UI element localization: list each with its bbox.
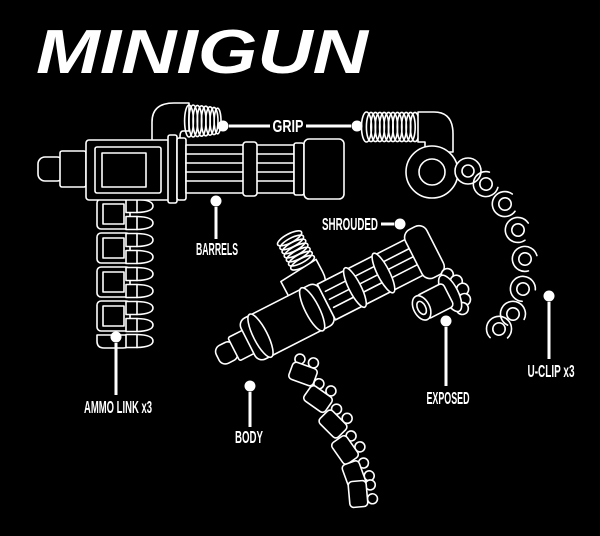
callout-barrels: BARRELS xyxy=(196,195,238,259)
u-clip-label: U-CLIP x3 xyxy=(528,361,575,381)
callout-grip: GRIP xyxy=(217,116,363,136)
exposed-marker-dot xyxy=(440,315,452,327)
isometric-shrouded-barrels xyxy=(316,224,446,321)
side-view-barrels xyxy=(167,134,345,204)
exposed-label: EXPOSED xyxy=(427,388,470,408)
callout-shrouded: SHROUDED xyxy=(322,214,406,234)
detached-grip xyxy=(360,111,454,153)
side-view-ammo-belt xyxy=(96,198,154,349)
isometric-ammo-belt xyxy=(286,350,379,509)
grip-left-marker-dot xyxy=(217,120,229,132)
grip-label: GRIP xyxy=(273,116,304,136)
page-title: MINIGUN xyxy=(36,18,370,87)
side-view-muzzle xyxy=(37,150,87,188)
callout-exposed: EXPOSED xyxy=(427,315,470,408)
u-clip-marker-dot xyxy=(543,290,555,302)
callout-u-clip: U-CLIP x3 xyxy=(528,290,575,381)
body-marker-dot xyxy=(244,380,256,392)
ring-part xyxy=(405,145,482,199)
barrels-marker-dot xyxy=(210,195,222,207)
shrouded-marker-dot xyxy=(394,218,406,230)
ammo-link-marker-dot xyxy=(110,331,122,343)
isometric-exposed-part xyxy=(411,267,472,321)
minigun-isometric-drawing xyxy=(214,224,472,509)
grip-right-marker-dot xyxy=(351,120,363,132)
side-view-receiver xyxy=(85,139,175,201)
isometric-body-and-shroud xyxy=(214,224,446,365)
grip-and-uclip-chain-drawing xyxy=(360,111,540,347)
uclip-chain xyxy=(467,166,540,347)
callout-body: BODY xyxy=(235,380,263,447)
ammo-link-label: AMMO LINK x3 xyxy=(84,397,152,417)
barrels-label: BARRELS xyxy=(196,239,238,259)
callout-ammo-link: AMMO LINK x3 xyxy=(84,331,152,417)
body-label: BODY xyxy=(235,427,263,447)
shrouded-label: SHROUDED xyxy=(322,214,378,234)
